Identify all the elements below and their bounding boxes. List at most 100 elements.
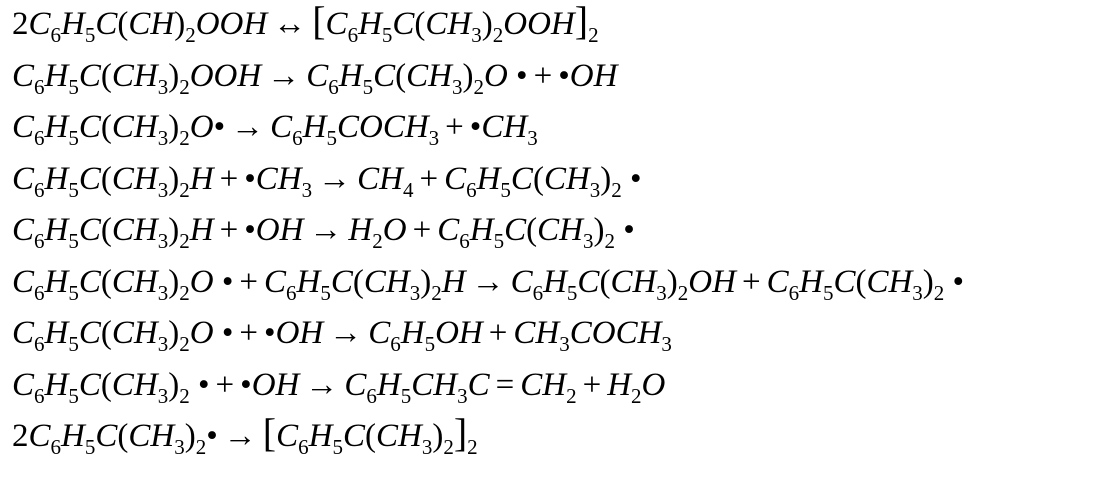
equation-subscript: 5	[68, 126, 79, 150]
equation-symbol: H	[189, 160, 214, 197]
equation-subscript: 5	[68, 280, 79, 305]
equation-symbol: C	[368, 315, 391, 351]
equation-symbol: C	[78, 315, 101, 351]
equation-punctuation: (	[117, 6, 129, 42]
equation-operator: +	[412, 212, 432, 248]
equation-punctuation: (	[532, 160, 544, 197]
equation-subscript: 4	[402, 177, 414, 202]
equation-symbol: C	[306, 57, 329, 94]
equation-symbol: CH	[406, 57, 452, 94]
equation-subscript: 3	[301, 177, 313, 202]
equation-punctuation: •	[469, 109, 482, 145]
equation-subscript: 5	[822, 280, 834, 305]
equation-coefficient: 2	[12, 418, 29, 454]
equation-punctuation: )	[168, 160, 180, 197]
equation-punctuation: )	[922, 263, 934, 300]
equation-subscript: 2	[185, 23, 196, 47]
equation-symbol: C	[12, 366, 35, 403]
equation-punctuation: )	[174, 6, 186, 42]
equation-operator: +	[582, 366, 602, 403]
equation-subscript: 2	[431, 280, 442, 305]
equation-line: 2C6H5C(CH3)2•→[C6H5C(CH3)2]2	[12, 413, 478, 459]
equation-punctuation: •	[240, 366, 252, 403]
equation-subscript: 3	[157, 177, 169, 202]
equation-bracket: [	[262, 410, 277, 455]
equation-symbol: O	[641, 366, 666, 403]
equation-symbol: COCH	[569, 315, 662, 351]
equation-symbol: H	[189, 212, 214, 248]
equation-symbol: C	[12, 315, 35, 351]
equation-subscript: 2	[179, 177, 190, 202]
equation-subscript: 3	[661, 332, 672, 356]
equation-punctuation: •	[213, 109, 226, 145]
equation-punctuation: •	[507, 57, 528, 94]
equation-symbol: C	[510, 263, 533, 300]
equation-operator: →	[267, 57, 301, 94]
equation-punctuation: )	[168, 57, 180, 94]
equation-symbol: C	[78, 263, 101, 300]
equation-bracket: ]	[453, 410, 468, 455]
equation-operator: →	[318, 160, 352, 197]
equation-subscript: 2	[179, 280, 190, 305]
equation-symbol: OH	[275, 315, 324, 351]
equation-symbol: C	[577, 263, 600, 300]
equation-operator: +	[419, 160, 439, 197]
equation-subscript: 5	[566, 280, 578, 305]
equation-subscript: 2	[179, 126, 190, 150]
equation-subscript: 6	[34, 177, 45, 202]
equation-subscript: 6	[34, 229, 45, 253]
equation-symbol: C	[467, 366, 490, 403]
equation-subscript: 3	[409, 280, 421, 305]
equation-subscript: 2	[195, 435, 207, 459]
equation-symbol: H	[61, 418, 85, 454]
equation-subscript: 5	[493, 229, 505, 253]
equation-symbol: OH	[435, 315, 483, 351]
equation-subscript: 3	[157, 332, 169, 356]
equation-punctuation: •	[621, 160, 642, 197]
equation-subscript: 3	[157, 383, 169, 408]
equation-punctuation: (	[526, 212, 538, 248]
equation-symbol: H	[44, 366, 69, 403]
equation-subscript: 5	[381, 23, 393, 47]
equation-subscript: 3	[421, 435, 433, 459]
equation-symbol: CH	[520, 366, 567, 403]
equation-line: C6H5C(CH3)2O•→C6H5COCH3+•CH3	[12, 107, 538, 150]
equation-symbol: CH	[255, 160, 302, 197]
equation-symbol: H	[44, 212, 69, 248]
equation-symbol: C	[12, 109, 35, 145]
equation-symbol: H	[607, 366, 632, 403]
equation-punctuation: (	[855, 263, 867, 300]
equation-symbol: O	[189, 109, 214, 145]
equation-punctuation: (	[100, 212, 112, 248]
equation-punctuation: •	[264, 315, 276, 351]
equation-subscript: 6	[34, 383, 45, 408]
equation-line: C6H5C(CH3)2 •+•OH→C6H5CH3C=CH2+H2O	[12, 365, 666, 408]
equation-symbol: H	[376, 366, 401, 403]
equation-symbol: C	[12, 57, 35, 94]
equation-symbol: CH	[111, 57, 158, 94]
equation-punctuation: )	[600, 160, 612, 197]
equation-symbol: CH	[481, 109, 528, 145]
equation-symbol: CH	[363, 263, 410, 300]
equation-line: C6H5C(CH3)2H+•OH→H2O+C6H5C(CH3)2 •	[12, 210, 635, 253]
equation-operator: +	[239, 263, 258, 300]
equation-symbol: C	[342, 418, 365, 454]
equation-punctuation: (	[352, 263, 364, 300]
equation-punctuation: •	[944, 263, 965, 300]
equation-punctuation: )	[666, 263, 678, 300]
equation-operator: →	[305, 366, 339, 403]
equation-symbol: H	[476, 160, 501, 197]
equation-operator: +	[215, 366, 235, 403]
equation-subscript: 6	[466, 177, 477, 202]
equation-bracket: ]	[574, 0, 589, 43]
equation-operator: +	[488, 315, 508, 351]
equation-symbol: H	[44, 57, 69, 94]
equation-subscript: 5	[400, 383, 412, 408]
equation-symbol: C	[78, 212, 101, 248]
equation-symbol: OH	[255, 212, 304, 248]
equation-symbol: O	[382, 212, 407, 248]
equation-subscript: 3	[559, 332, 570, 356]
equation-subscript: 6	[298, 435, 309, 459]
equation-operator: →	[231, 109, 265, 145]
equation-subscript: 3	[589, 177, 601, 202]
